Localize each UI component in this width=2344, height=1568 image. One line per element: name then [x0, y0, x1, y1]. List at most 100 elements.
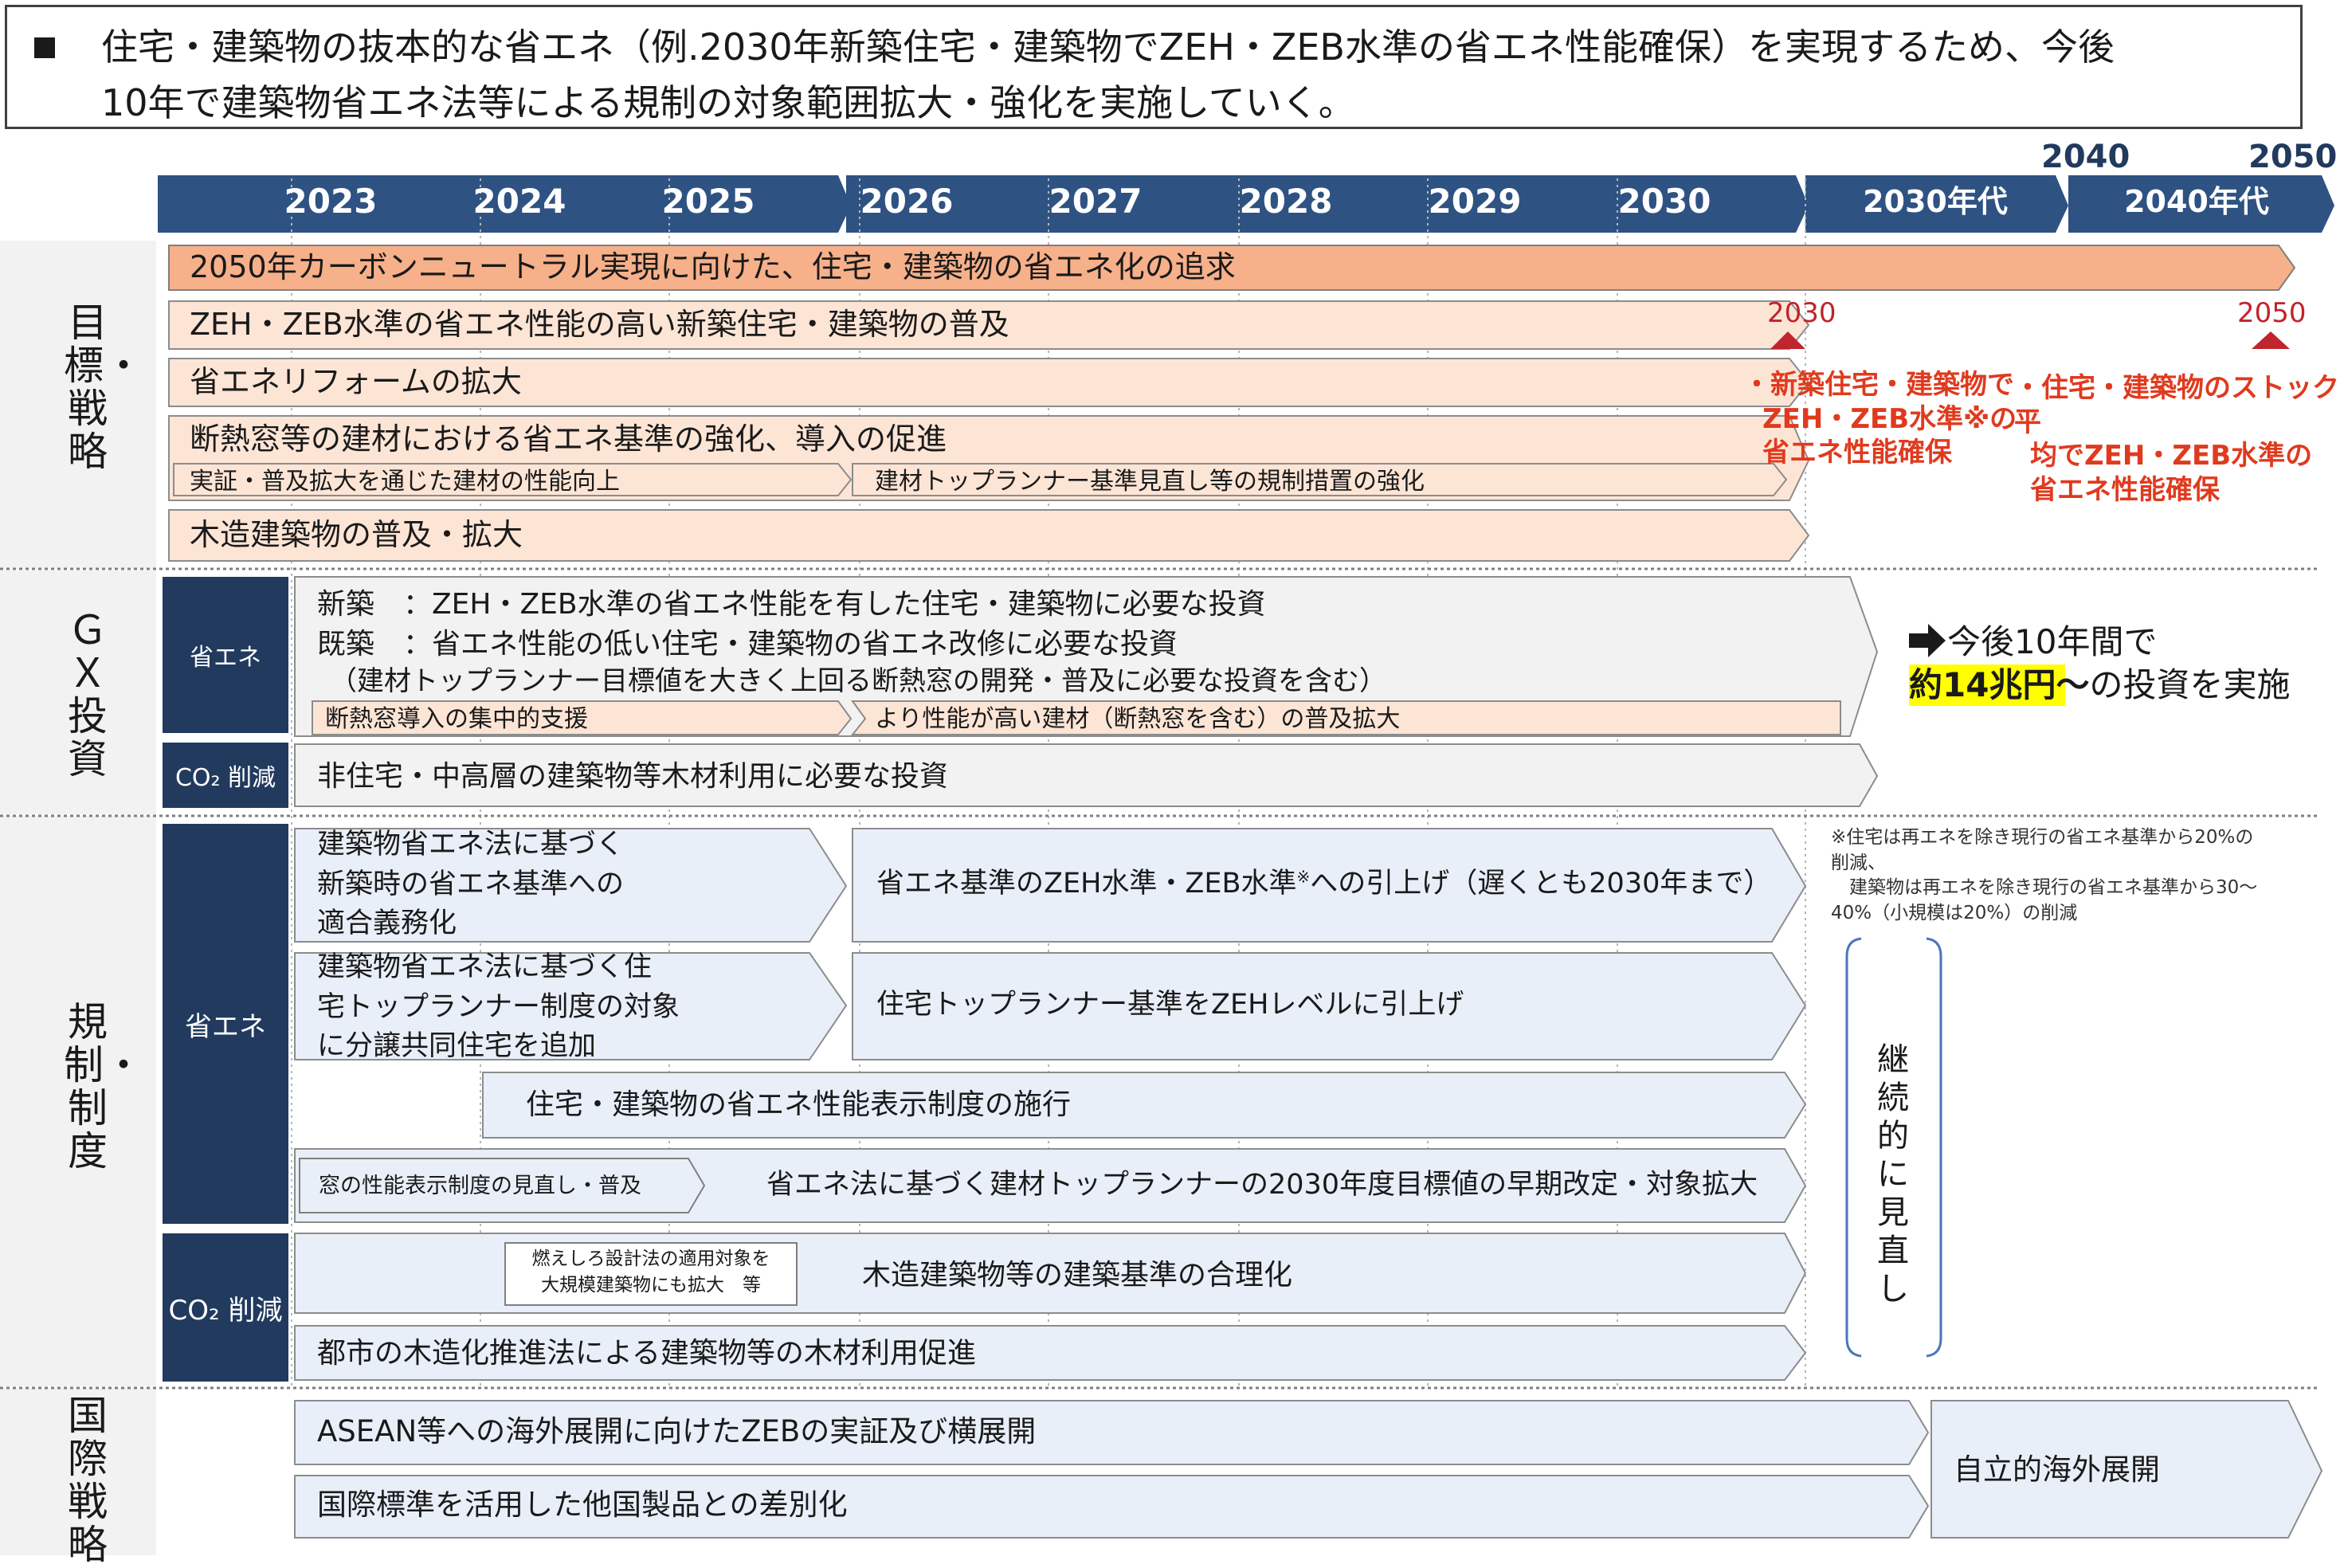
reg-note-line-1: ※住宅は再エネを除き現行の省エネ基準から20%の [1831, 827, 2254, 848]
year-2027: 2027 [1049, 182, 1143, 221]
reg-r1-left-line-3: 適合義務化 [317, 907, 457, 940]
goal-bar-1-shape [168, 245, 2296, 291]
reg-r1-right-shape [852, 828, 1807, 943]
year-2023: 2023 [284, 182, 378, 221]
reg-note: ※住宅は再エネを除き現行の省エネ基準から20%の 削減、 建築物は再エネを除き現… [1831, 825, 2257, 927]
reg-co2-side-bg [163, 1233, 288, 1382]
goal-bar-4a-text: 実証・普及拡大を通じた建材の性能向上 [190, 468, 620, 496]
gx-main-bar-shape [294, 576, 1879, 737]
gx-arrow-icon [1909, 624, 1946, 657]
gx-sub-b-shape [850, 700, 1841, 735]
intl-bar-3-shape [1930, 1400, 2323, 1539]
gx-shoene-side-bg [163, 577, 288, 733]
year-2024: 2024 [472, 182, 566, 221]
gx-result-line-2: 約14兆円～の投資を実施 [1909, 664, 2290, 707]
top-year-2040: 2040 [2041, 139, 2130, 175]
target-2030-line-2: ZEH・ZEB水準※の [1762, 402, 2017, 435]
gx-co2-label: CO₂ 削減 [174, 764, 276, 792]
gx-highlight-bg [1909, 664, 2065, 706]
reg-r4-small-shape [299, 1158, 706, 1213]
gx-co2-bar-text: 非住宅・中高層の建築物等木材利用に必要な投資 [317, 760, 949, 793]
gx-sub-a-text: 断熱窓導入の集中的支援 [325, 705, 588, 733]
gx-result-highlight: 約14兆円～ [1909, 665, 2090, 704]
goal-bar-4a-shape [173, 463, 853, 496]
decade-2040s: 2040年代 [2124, 184, 2269, 219]
gx-co2-bar-shape [294, 743, 1879, 807]
section-bg-intl [0, 1388, 156, 1555]
section-label-goals: 目標・戦略 [64, 300, 143, 475]
marker-2030-icon [1770, 331, 1805, 349]
year-2030: 2030 [1617, 182, 1711, 221]
intl-bar-2-shape [294, 1475, 1930, 1539]
goal-bar-5-text: 木造建築物の普及・拡大 [190, 517, 523, 552]
goal-bar-1-text: 2050年カーボンニュートラル実現に向けた、住宅・建築物の省エネ化の追求 [190, 249, 1236, 284]
reg-r4-main-text: 省エネ法に基づく建材トップランナーの2030年度目標値の早期改定・対象拡大 [766, 1169, 1758, 1201]
gx-co2-side-bg [163, 743, 288, 808]
intl-bar-1-shape [294, 1400, 1930, 1465]
goal-bar-4-text: 断熱窓等の建材における省エネ基準の強化、導入の促進 [190, 421, 947, 457]
goal-bar-2-shape [168, 300, 1810, 350]
reg-r1-left-text: 建築物省エネ法に基づく 新築時の省エネ基準への 適合義務化 [317, 825, 624, 944]
reg-r4-small-text: 窓の性能表示制度の見直し・普及 [319, 1174, 641, 1198]
reg-r3-text: 住宅・建築物の省エネ性能表示制度の施行 [526, 1088, 1072, 1121]
reg-r5-small-line-1: 燃えしろ設計法の適用対象を [531, 1249, 770, 1269]
continuous-review-text: 継続的に見直し [1877, 1041, 1909, 1307]
intl-bar-2-text: 国際標準を活用した他国製品との差別化 [317, 1488, 848, 1522]
reg-r2-left-shape [294, 952, 848, 1060]
goal-bar-4b-text: 建材トップランナー基準見直し等の規制措置の強化 [875, 468, 1425, 496]
intl-bar-3-text: 自立的海外展開 [1954, 1452, 2160, 1487]
gx-line-3: （建材トップランナー目標値を大きく上回る断熱窓の開発・普及に必要な投資を含む） [330, 665, 1386, 697]
section-bg-goals [0, 241, 156, 569]
reg-co2-label: CO₂ 削減 [168, 1294, 283, 1327]
target-2030-line-1: ・新築住宅・建築物で [1743, 369, 2014, 401]
reg-r6-text: 都市の木造化推進法による建築物等の木材利用促進 [317, 1337, 976, 1370]
goal-bar-4b-shape [852, 463, 1788, 496]
goal-bar-3-text: 省エネリフォームの拡大 [190, 364, 522, 399]
reg-r1-left-shape [294, 828, 848, 943]
year-bar-2 [846, 175, 1809, 233]
year-2026: 2026 [860, 182, 954, 221]
section-bg-regulation [0, 816, 156, 1386]
reg-shoene-side-bg [163, 824, 288, 1224]
reg-r1-right-post: への引上げ（遅くとも2030年まで） [1310, 868, 1772, 900]
gx-line-1: 新築 ：ZEH・ZEB水準の省エネ性能を有した住宅・建築物に必要な投資 [317, 588, 1266, 621]
gx-line-2: 既築 ：省エネ性能の低い住宅・建築物の省エネ改修に必要な投資 [317, 628, 1178, 661]
target-2030-text: ・新築住宅・建築物で ZEH・ZEB水準※の 省エネ性能確保 [1743, 368, 2017, 470]
reg-note-line-4: 40%（小規模は20%）の削減 [1831, 903, 2078, 924]
gx-result-line-1: 今後10年間で [1947, 622, 2158, 661]
marker-2050-label: 2050 [2237, 297, 2307, 329]
target-2050-line-2: 均でZEH・ZEB水準の [2030, 440, 2313, 472]
section-label-regulation: 規制・制度 [64, 999, 143, 1174]
header-line-1: 住宅・建築物の抜本的な省エネ（例.2030年新築住宅・建築物でZEH・ZEB水準… [101, 25, 2115, 69]
gx-sub-a-shape [312, 700, 853, 735]
section-label-intl: 国際戦略 [68, 1393, 108, 1568]
reg-r2-right-text: 住宅トップランナー基準をZEHレベルに引上げ [876, 989, 1464, 1021]
marker-2050-icon [2252, 331, 2290, 349]
reg-shoene-label: 省エネ [185, 1010, 266, 1043]
reg-r2-left-line-3: に分譲共同住宅を追加 [317, 1030, 597, 1063]
reg-r1-right-pre: 省エネ基準のZEH水準・ZEB水準 [876, 868, 1297, 900]
year-2028: 2028 [1239, 182, 1333, 221]
reg-r1-right-text: 省エネ基準のZEH水準・ZEB水準※への引上げ（遅くとも2030年まで） [876, 867, 1771, 902]
reg-r1-left-line-1: 建築物省エネ法に基づく [317, 829, 625, 860]
top-year-2050: 2050 [2248, 139, 2338, 175]
reg-r6-shape [294, 1325, 1807, 1381]
reg-r5-small-shape [504, 1242, 798, 1306]
reg-r1-left-line-2: 新築時の省エネ基準への [317, 868, 625, 900]
reg-r5-small-line-2: 大規模建築物にも拡大 等 [541, 1275, 761, 1296]
goal-bar-2-text: ZEH・ZEB水準の省エネ性能の高い新築住宅・建築物の普及 [190, 307, 1009, 342]
reg-note-line-2: 削減、 [1831, 852, 1886, 873]
gx-result-rest: の投資を実施 [2089, 665, 2291, 704]
target-2030-line-3: 省エネ性能確保 [1762, 437, 1952, 468]
gx-shoene-label: 省エネ [190, 644, 261, 672]
header-box: 住宅・建築物の抜本的な省エネ（例.2030年新築住宅・建築物でZEH・ZEB水準… [5, 5, 2303, 129]
decade-2030s: 2030年代 [1863, 184, 2008, 219]
reg-r2-left-text: 建築物省エネ法に基づく住 宅トップランナー制度の対象 に分譲共同住宅を追加 [317, 948, 680, 1067]
year-2029: 2029 [1428, 182, 1522, 221]
continuous-bracket-right-icon [1926, 937, 1942, 1358]
reg-r3-shape [482, 1072, 1807, 1139]
reg-r2-left-line-2: 宅トップランナー制度の対象 [317, 990, 680, 1023]
reg-r2-right-shape [852, 952, 1807, 1060]
year-bar-4 [2068, 175, 2334, 233]
